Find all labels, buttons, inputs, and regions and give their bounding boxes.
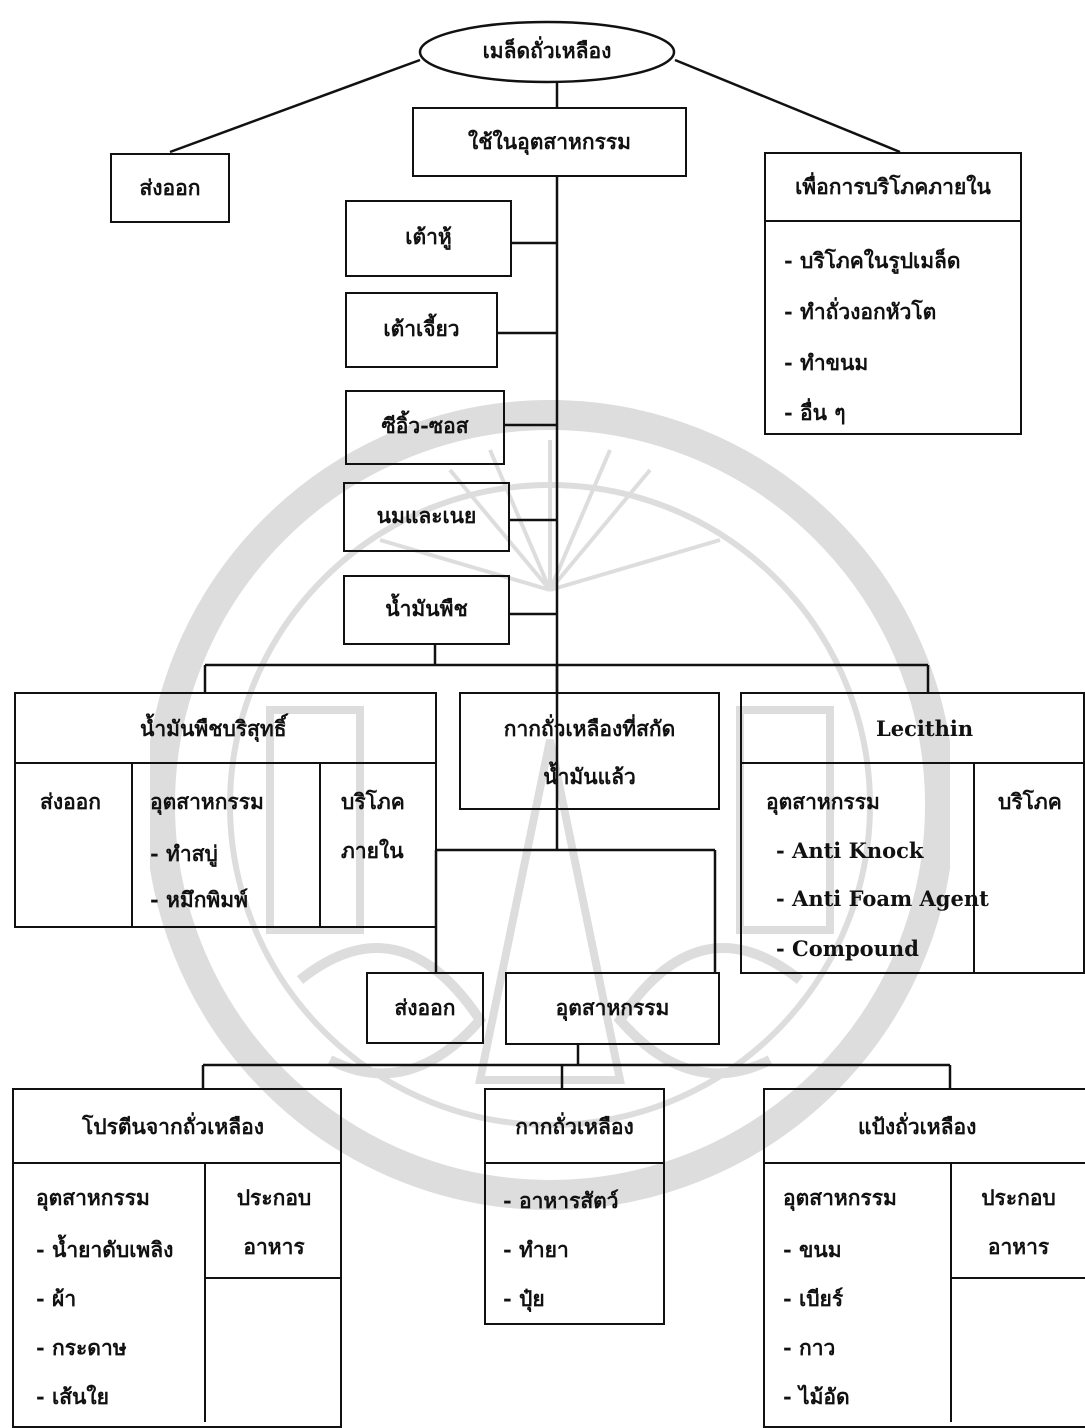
flour-food-1: ประกอบ [981,1185,1056,1210]
protein-food-1: ประกอบ [236,1185,312,1210]
product-vegetable-oil-label: น้ำมันพืช [385,596,468,621]
lecithin-item: - Compound [776,936,919,961]
meal-line-2: น้ำมันแล้ว [543,764,636,789]
pure-oil-consume-1: บริโภค [341,789,405,814]
pure-oil-export: ส่งออก [40,789,102,814]
domestic-item: - ทำถั่วงอกหัวโต [784,299,937,324]
protein-food-2: อาหาร [243,1234,305,1259]
meal-export-box [366,972,484,1044]
industry-box [412,107,687,177]
lecithin-item: - Anti Foam Agent [776,886,989,911]
pure-oil-item: - ทำสบู่ [150,841,218,866]
root-label: เมล็ดถั่วเหลือง [482,38,612,63]
lecithin-consume: บริโภค [998,789,1062,814]
soy-meal-title: กากถั่วเหลือง [515,1114,634,1139]
soy-meal-item: - ปุ๋ย [503,1286,545,1311]
domestic-title: เพื่อการบริโภคภายใน [795,174,991,199]
export-label: ส่งออก [139,175,201,200]
lecithin-box [740,692,1085,974]
domestic-box [764,152,1022,435]
pure-oil-industry: อุตสาหกรรม [150,789,264,814]
product-milk-butter-label: นมและเนย [376,503,477,528]
flour-food-2: อาหาร [987,1234,1050,1259]
flour-item: - กาว [783,1335,836,1360]
domestic-item: - ทำขนม [784,350,869,375]
product-milk-butter-box [343,482,510,552]
meal-box [459,692,720,810]
domestic-item: - บริโภคในรูปเมล็ด [784,248,961,273]
pure-oil-title: น้ำมันพืชบริสุทธิ์ [140,716,287,741]
product-soy-sauce-box [345,390,505,465]
meal-export-label: ส่งออก [394,995,456,1020]
product-soy-sauce-label: ซีอิ้ว-ซอส [381,413,469,438]
meal-line-1: กากถั่วเหลืองที่สกัด [503,716,676,741]
flour-item: - ขนม [783,1237,842,1262]
university-seal-watermark [150,400,950,1210]
root-ellipse [418,20,676,84]
flour-item: - เบียร์ [783,1286,844,1311]
pure-oil-box [14,692,437,928]
flour-title: แป้งถั่วเหลือง [858,1114,977,1139]
protein-item: - น้ำยาดับเพลิง [36,1237,174,1262]
protein-industry: อุตสาหกรรม [36,1185,150,1210]
soy-meal-item: - ทำยา [503,1237,569,1262]
soy-meal-item: - อาหารสัตว์ [503,1188,619,1213]
product-tofu-label: เต้าหู้ [405,224,452,249]
lecithin-item: - Anti Knock [776,838,924,863]
product-bean-paste-box [345,292,498,368]
pure-oil-consume-2: ภายใน [341,838,404,863]
protein-item: - ผ้า [36,1286,77,1311]
lecithin-industry: อุตสาหกรรม [766,789,880,814]
product-bean-paste-label: เต้าเจี้ยว [383,316,460,341]
domestic-item: - อื่น ๆ [784,400,846,425]
protein-item: - เส้นใย [36,1384,109,1409]
protein-title: โปรตีนจากถั่วเหลือง [82,1114,264,1139]
soy-meal-box [484,1088,665,1325]
protein-item: - กระดาษ [36,1335,127,1360]
meal-industry-label: อุตสาหกรรม [555,995,670,1020]
lecithin-title: Lecithin [876,716,974,741]
export-box [110,153,230,223]
product-vegetable-oil-box [343,575,510,645]
product-tofu-box [345,200,512,277]
pure-oil-item: - หมึกพิมพ์ [150,887,248,912]
meal-industry-box [505,972,720,1045]
flour-item: - ไม้อัด [783,1384,850,1409]
flour-industry: อุตสาหกรรม [783,1185,897,1210]
industry-label: ใช้ในอุตสาหกรรม [468,129,631,154]
